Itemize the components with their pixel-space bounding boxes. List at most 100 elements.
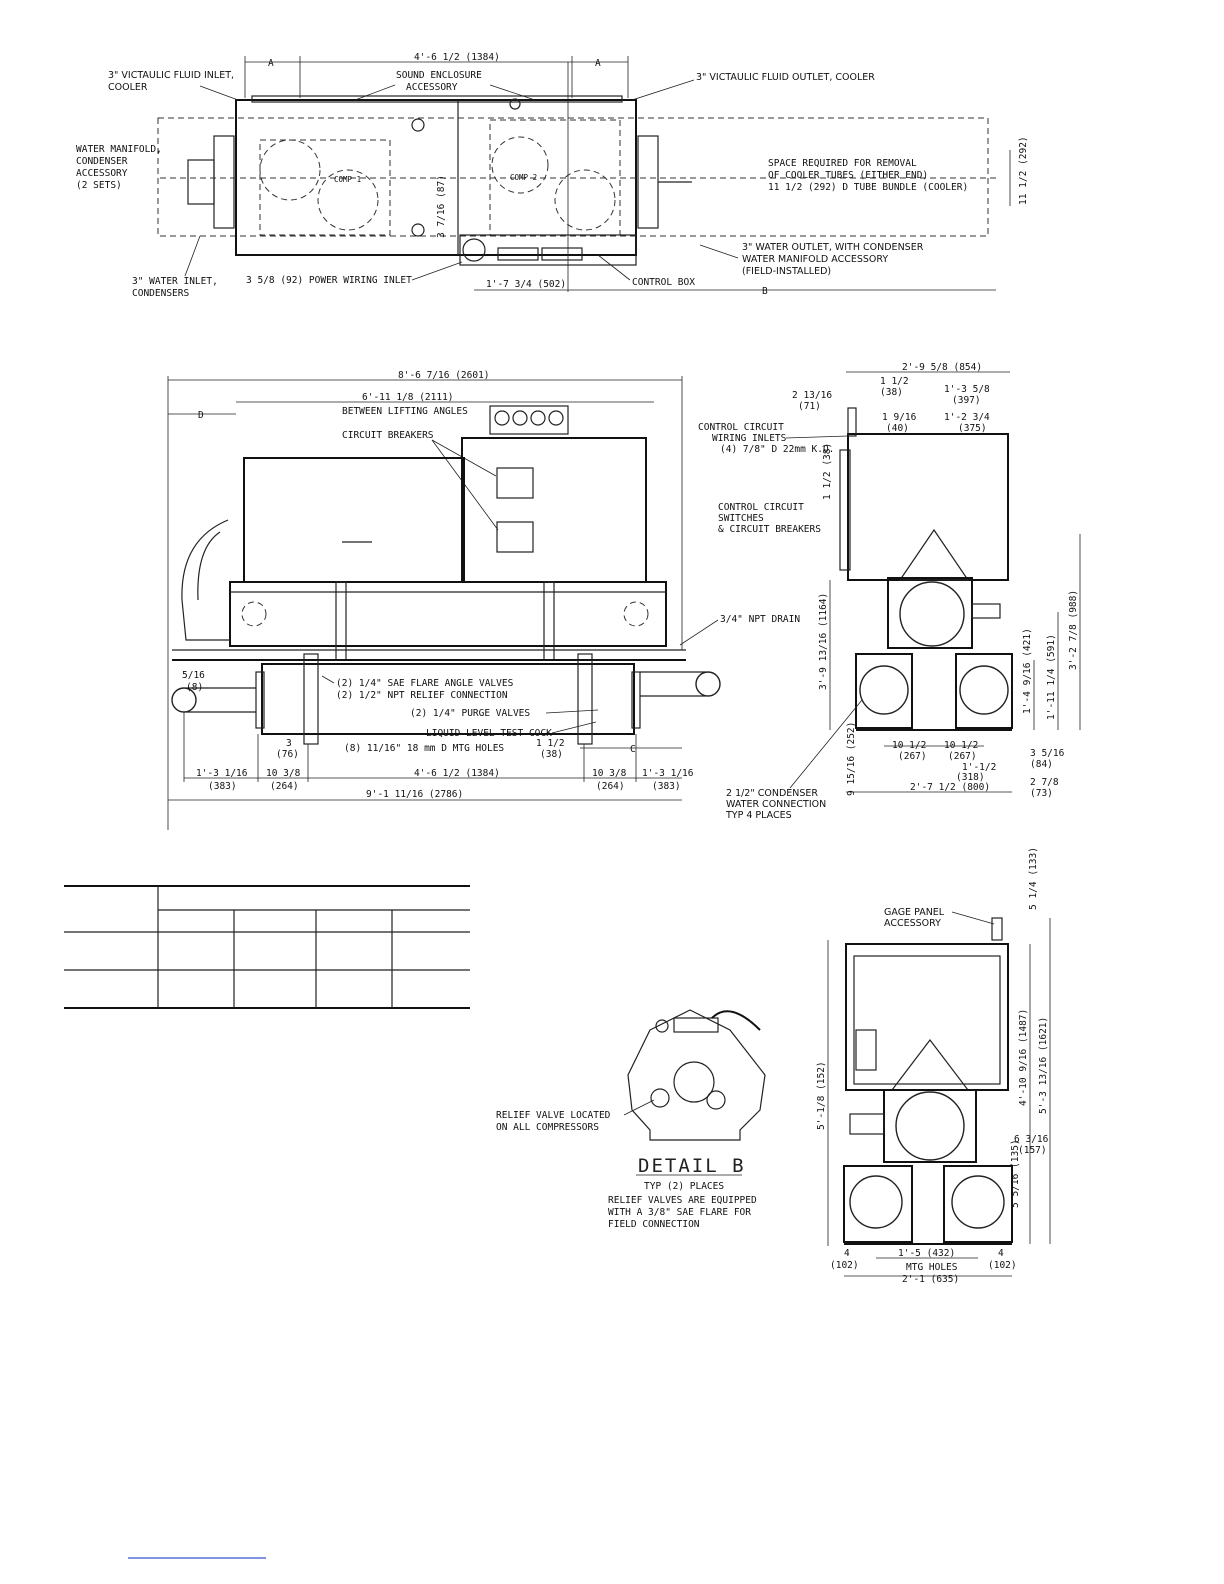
relief-label-2: ON ALL COMPRESSORS <box>496 1122 599 1133</box>
end-cond-l <box>843 1165 913 1243</box>
water-outlet-1: 3" WATER OUTLET, WITH CONDENSER <box>742 242 924 253</box>
h635: 2'-1 (635) <box>902 1274 959 1285</box>
dim-38-front: (38) <box>540 749 563 760</box>
b2: 10 3/8 <box>266 768 301 779</box>
manifold-outline <box>157 117 989 237</box>
sound-enclosure-1: SOUND ENCLOSURE <box>396 70 482 81</box>
water-outlet-3: (FIELD-INSTALLED) <box>742 266 831 277</box>
b5: 1'-3 1/16 <box>642 768 694 779</box>
end-flange-l <box>849 1175 903 1229</box>
leader-control <box>597 254 631 281</box>
left-flange <box>187 159 215 205</box>
compressor-port <box>706 1090 726 1110</box>
leader-condenser <box>789 699 863 789</box>
cond-end-r <box>631 671 641 729</box>
support-a <box>335 581 347 661</box>
h267a: (267) <box>898 751 927 762</box>
water-inlet-1: 3" WATER INLET, <box>132 276 218 287</box>
end-cond-r <box>943 1165 1013 1243</box>
power-inlet-circle <box>462 238 486 262</box>
ctrl-wiring-3: (4) 7/8" D 22mm K.O. <box>720 444 834 455</box>
cond-flange-r <box>959 665 1009 715</box>
manifold-2: CONDENSER <box>76 156 128 167</box>
v112: 1 1/2 (38) <box>822 443 833 500</box>
lifting-note: BETWEEN LIFTING ANGLES <box>342 406 468 417</box>
dim-87: 3 7/16 (87) <box>436 175 447 238</box>
h1012a: 10 1/2 <box>892 740 926 751</box>
support-b <box>543 581 555 661</box>
dim-total-top: 4'-6 1/2 (1384) <box>414 52 500 63</box>
end-cooler-flange <box>895 1091 965 1161</box>
leader-ctrl-wiring <box>785 435 849 439</box>
blank-table <box>64 885 470 1009</box>
manifold-4: (2 SETS) <box>76 180 122 191</box>
side-ctrl-panel <box>839 449 851 571</box>
breaker-b <box>541 247 583 261</box>
cooler-end-flange <box>899 581 965 647</box>
top-rail <box>251 95 623 103</box>
d1358: 1'-3 5/8 <box>944 384 990 395</box>
leader-power <box>411 261 463 281</box>
d1358m: (397) <box>952 395 981 406</box>
v591: 1'-11 1/4 (591) <box>1046 634 1057 720</box>
d112m: (38) <box>880 387 903 398</box>
v133: 5 1/4 (133) <box>1028 847 1039 910</box>
test-cock: LIQUID LEVEL TEST COCK <box>426 728 552 739</box>
v988: 3'-2 7/8 (988) <box>1068 590 1079 670</box>
v1164: 3'-9 13/16 (1164) <box>818 593 829 690</box>
dim-292: 11 1/2 (292) <box>1018 136 1029 205</box>
right-header <box>637 135 659 229</box>
h102a: (102) <box>830 1260 859 1271</box>
total-dim: 9'-1 11/16 (2786) <box>366 789 463 800</box>
cond-flange-l <box>859 665 909 715</box>
h102b: (102) <box>988 1260 1017 1271</box>
d21316m: (71) <box>798 401 821 412</box>
h278: 2 7/8 <box>1030 777 1059 788</box>
dim-112-front: 1 1/2 <box>536 738 565 749</box>
relief-valve <box>650 1088 670 1108</box>
detail-note-3: FIELD CONNECTION <box>608 1219 700 1230</box>
dim-c: C <box>630 744 636 755</box>
detail-b: RELIEF VALVE LOCATED ON ALL COMPRESSORS … <box>496 1009 766 1230</box>
comp1-label: COMP 1 <box>334 175 361 184</box>
overall-dim: 8'-6 7/16 (2601) <box>398 370 490 381</box>
end-side-tube <box>855 1029 877 1071</box>
dim-3: 3 <box>286 738 292 749</box>
h84: (84) <box>1030 759 1053 770</box>
left-header <box>213 135 235 229</box>
water-outlet-2: WATER MANIFOLD ACCESSORY <box>742 254 888 265</box>
ctrl-wiring-2: WIRING INLETS <box>712 433 787 444</box>
space-3: 11 1/2 (292) D TUBE BUNDLE (COOLER) <box>768 182 968 193</box>
front-view: 8'-6 7/16 (2601) 6'-11 1/8 (2111) BETWEE… <box>167 370 800 830</box>
gauge-3 <box>530 410 546 426</box>
breaker-panel-2 <box>496 521 534 553</box>
v152: 5'-1/8 (152) <box>816 1061 827 1130</box>
comp2-outline-b <box>554 169 616 231</box>
control-box <box>459 234 637 266</box>
h4a: 4 <box>844 1248 850 1259</box>
leader-gage <box>951 911 995 925</box>
leader-relief <box>623 1099 655 1116</box>
sound-enclosure-front <box>243 457 465 583</box>
gauge-4 <box>548 410 564 426</box>
sound-enclosure-2: ACCESSORY <box>406 82 458 93</box>
d112: 1 1/2 <box>880 376 909 387</box>
manifold-1: WATER MANIFOLD, <box>76 144 162 155</box>
purge-valves: (2) 1/4" PURGE VALVES <box>410 708 530 719</box>
dim-8: (8) <box>186 682 203 693</box>
detail-typ: TYP (2) PLACES <box>644 1181 724 1192</box>
dim-76: (76) <box>276 749 299 760</box>
ctrl-switch-2: SWITCHES <box>718 513 764 524</box>
relief-conn: (2) 1/2" NPT RELIEF CONNECTION <box>336 690 508 701</box>
water-conn-r <box>695 671 721 697</box>
compressor-knob <box>655 1019 669 1033</box>
bolt-b <box>411 223 425 237</box>
side-view: 2'-9 5/8 (854) 1 1/2 (38) 1'-3 5/8 (397)… <box>698 362 1081 821</box>
drain-label: 3/4" NPT DRAIN <box>720 614 800 625</box>
h318: (318) <box>956 772 985 783</box>
compressor-top <box>673 1017 719 1033</box>
b4: 10 3/8 <box>592 768 627 779</box>
compressor-wire <box>711 1010 761 1031</box>
breaker-a <box>497 247 539 261</box>
gauge-1 <box>494 410 510 426</box>
